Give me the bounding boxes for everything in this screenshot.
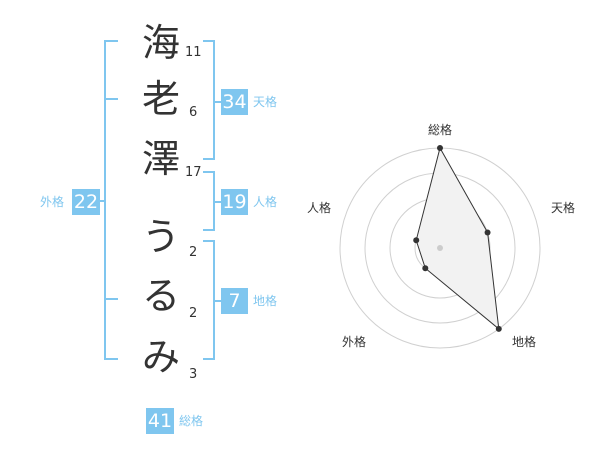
tenkaku-bracket [203,40,215,160]
name-char-3: 澤 [141,137,180,181]
radar-point-3 [495,325,502,332]
gaikaku-label: 外格 [40,195,65,209]
radar-point-5 [413,237,420,244]
radar-point-2 [484,229,491,236]
jinkaku-bracket-joint [215,201,221,203]
tenkaku-label: 天格 [253,95,278,109]
stroke-count-2: 6 [189,105,198,120]
name-char-5: る [141,274,180,318]
name-char-6: み [141,335,180,379]
gaikaku-bracket-tick-2 [104,298,118,300]
radar-label-chikaku: 地格 [512,334,536,349]
radar-chart: 総格 天格 地格 外格 人格 [307,122,575,349]
stroke-count-6: 3 [189,367,198,382]
stroke-count-3: 17 [185,165,202,180]
radar-center [437,245,443,251]
jinkaku-bracket [203,171,215,231]
tenkaku-bracket-joint [215,101,221,103]
name-char-1: 海 [141,21,180,65]
tenkaku-value: 34 [221,89,248,115]
gaikaku-bracket-joint [98,200,106,202]
radar-label-gaikaku: 外格 [342,334,366,349]
radar-point-4 [422,265,429,272]
chikaku-value: 7 [221,288,248,314]
radar-points [413,145,502,332]
stroke-count-1: 11 [185,45,202,60]
name-char-2: 老 [141,77,180,121]
radar-label-jinkaku: 人格 [307,200,331,215]
gaikaku-bracket-tick-1 [104,98,118,100]
radar-point-1 [437,145,443,151]
radar-label-soukaku: 総格 [428,122,452,137]
radar-label-tenkaku: 天格 [551,200,575,215]
gaikaku-bracket [104,40,118,360]
soukaku-label: 総格 [179,414,204,428]
gaikaku-value: 22 [72,189,100,215]
chikaku-bracket [203,240,215,360]
radar-area [415,146,500,331]
chikaku-bracket-joint [215,300,221,302]
stroke-count-5: 2 [189,306,198,321]
stroke-count-4: 2 [189,245,198,260]
jinkaku-value: 19 [221,189,248,215]
name-char-4: う [141,215,180,259]
chikaku-label: 地格 [253,294,278,308]
soukaku-value: 41 [146,408,174,434]
jinkaku-label: 人格 [253,195,278,209]
